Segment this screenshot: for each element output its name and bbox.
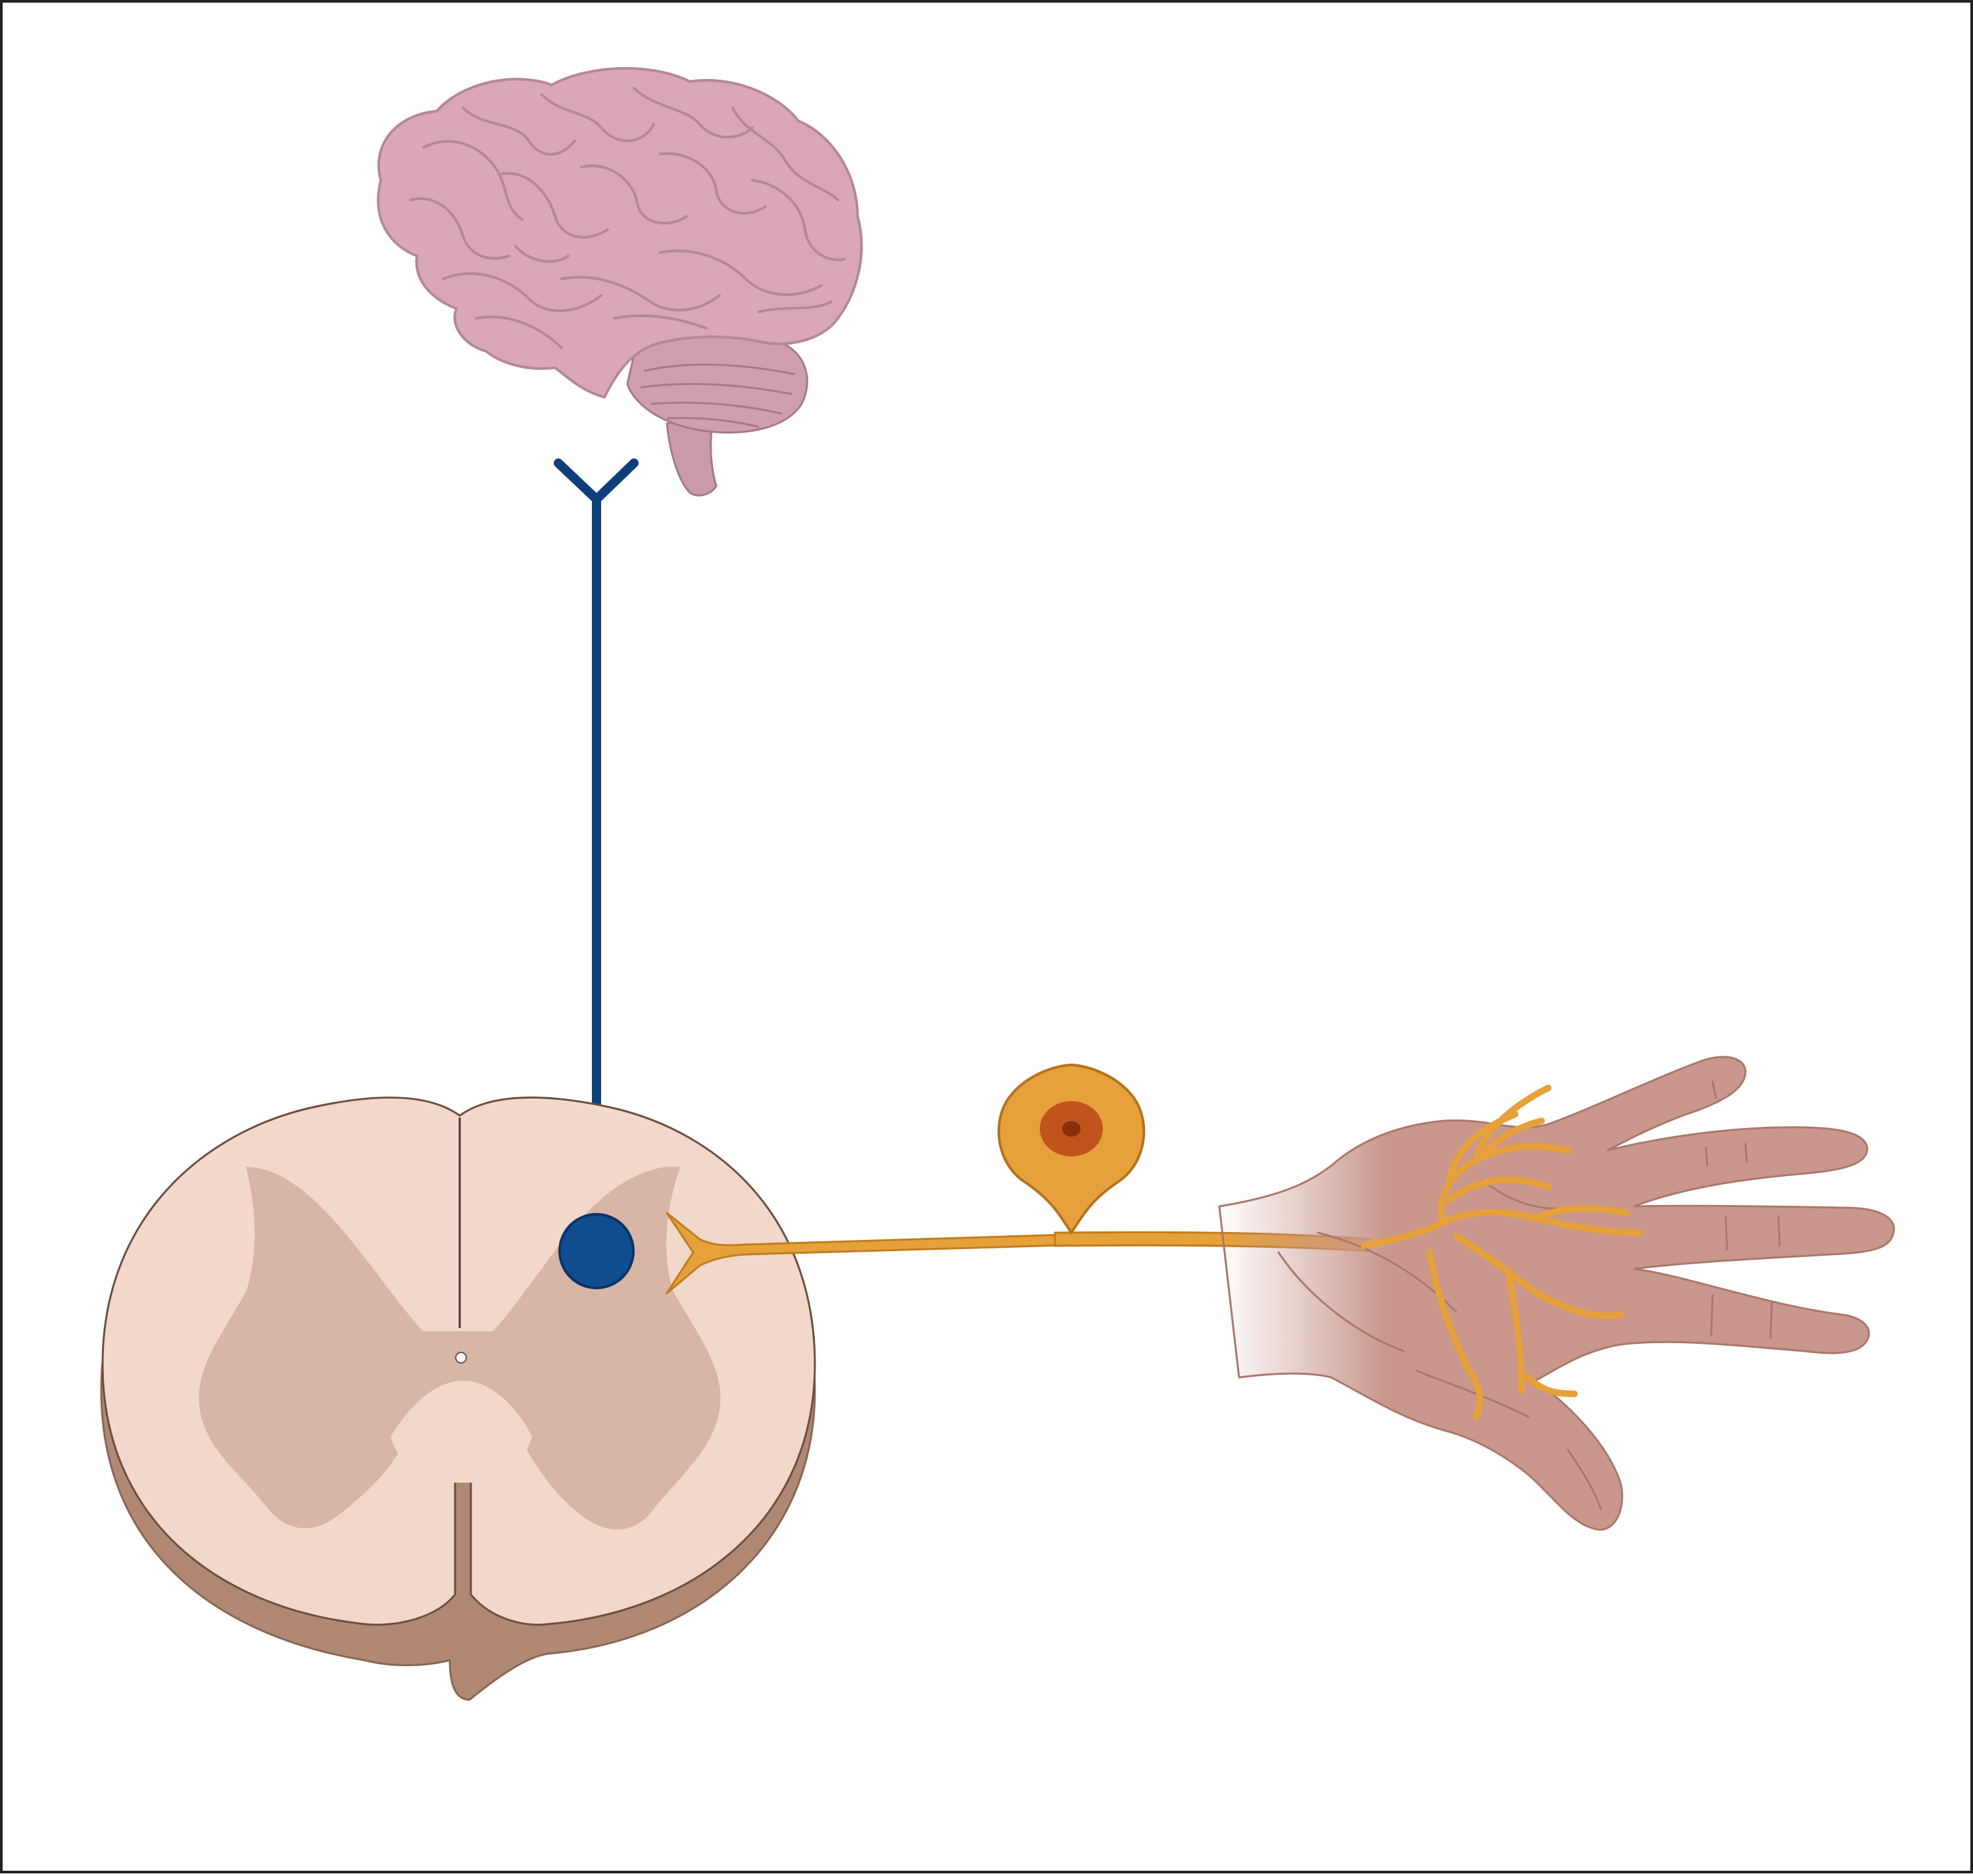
- brainstem: [666, 416, 718, 497]
- axon-terminal-fork: [554, 458, 639, 504]
- spinal-cord-icon: [100, 1097, 816, 1701]
- descending-neuron-soma: [558, 1213, 635, 1289]
- cerebellum: [626, 333, 808, 434]
- hand-palm: [1218, 1056, 1895, 1531]
- cerebrum: [377, 66, 863, 399]
- hand-icon: [1218, 1056, 1895, 1531]
- brain-icon: [377, 66, 863, 497]
- central-canal: [455, 1352, 467, 1364]
- central-process: [666, 1212, 1089, 1295]
- nucleolus: [1062, 1121, 1081, 1137]
- pain-pathway-diagram: [100, 66, 1895, 1701]
